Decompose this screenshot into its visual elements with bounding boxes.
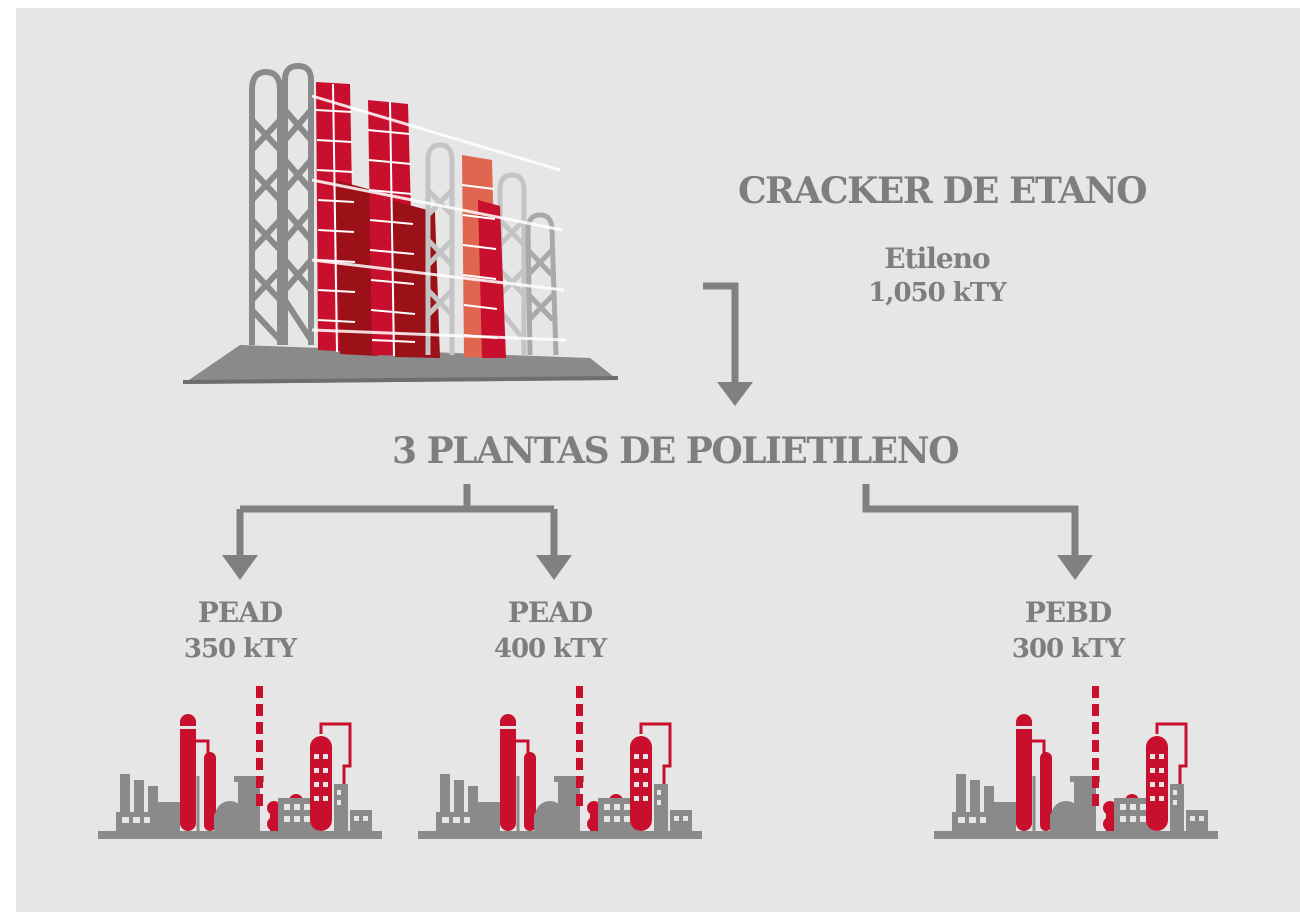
flow-connectors [236, 282, 1079, 556]
flow-arrowheads [222, 382, 1093, 580]
plant-capacity: 300 kTY [1011, 634, 1125, 664]
cracker-capacity: 1,050 kTY [868, 278, 1006, 308]
cracker-title: CRACKER DE ETANO [738, 170, 1147, 212]
arrow-down-icon [717, 382, 753, 406]
arrow-down-icon [536, 555, 572, 580]
arrow-down-icon [222, 555, 258, 580]
factory-icon [416, 684, 704, 841]
plant-capacity: 350 kTY [183, 634, 297, 664]
plant-name: PEBD [1024, 596, 1112, 629]
plant-name: PEAD [197, 596, 283, 629]
cracker-product: Etileno [884, 242, 990, 275]
ethane-cracker-icon [183, 62, 618, 384]
arrow-down-icon [1057, 555, 1093, 580]
factory-icon [932, 684, 1220, 841]
plant-capacity: 400 kTY [493, 634, 607, 664]
plant-name: PEAD [507, 596, 593, 629]
diagram-background [16, 8, 1300, 912]
factory-icon [96, 684, 384, 841]
hub-title: 3 PLANTAS DE POLIETILENO [392, 430, 959, 472]
